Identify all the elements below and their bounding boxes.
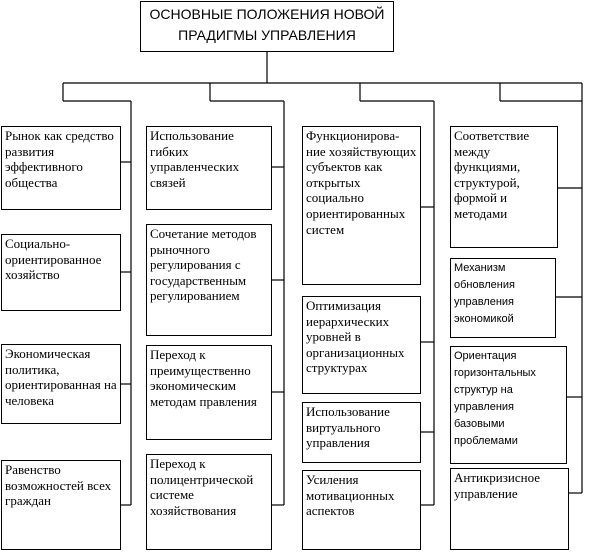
box-virtual-management: Использование виртуального управления (302, 402, 421, 463)
box-socially-oriented-economy: Социально-ориентированное хозяйство (1, 234, 121, 311)
title-box: ОСНОВНЫЕ ПОЛОЖЕНИЯ НОВОЙ ПРАДИГМЫ УПРАВЛ… (140, 1, 394, 52)
box-human-oriented-policy: Экономическая политика, ориентированная … (1, 344, 121, 424)
box-functions-structure-correspondence: Соответствие между функциями, структурой… (450, 126, 558, 248)
box-hierarchy-optimization: Оптимизация иерархических уровней в орга… (302, 296, 421, 394)
box-equal-opportunities: Равенство возможностей всех граждан (1, 460, 121, 550)
box-management-renewal-mechanism: Механизм обновления управления экономико… (450, 258, 556, 338)
box-market-and-state-regulation: Сочетание методов рыночного регулировани… (146, 224, 272, 336)
box-open-social-systems: Функционирова-ние хозяйствующих субъекто… (302, 126, 421, 285)
box-economic-methods-transition: Переход к преимущественно экономическим … (146, 345, 272, 440)
box-motivational-aspects: Усиления мотивационных аспектов (302, 470, 421, 550)
box-flexible-management-links: Использование гибких управленческих связ… (146, 126, 272, 210)
box-horizontal-structures: Ориентация горизонтальных структур на уп… (450, 346, 567, 464)
box-market-development: Рынок как средство развития эффективного… (1, 126, 121, 210)
box-polycentric-system: Переход к полицентрической системе хозяй… (146, 454, 272, 550)
box-crisis-management: Антикризисное управление (450, 468, 569, 550)
